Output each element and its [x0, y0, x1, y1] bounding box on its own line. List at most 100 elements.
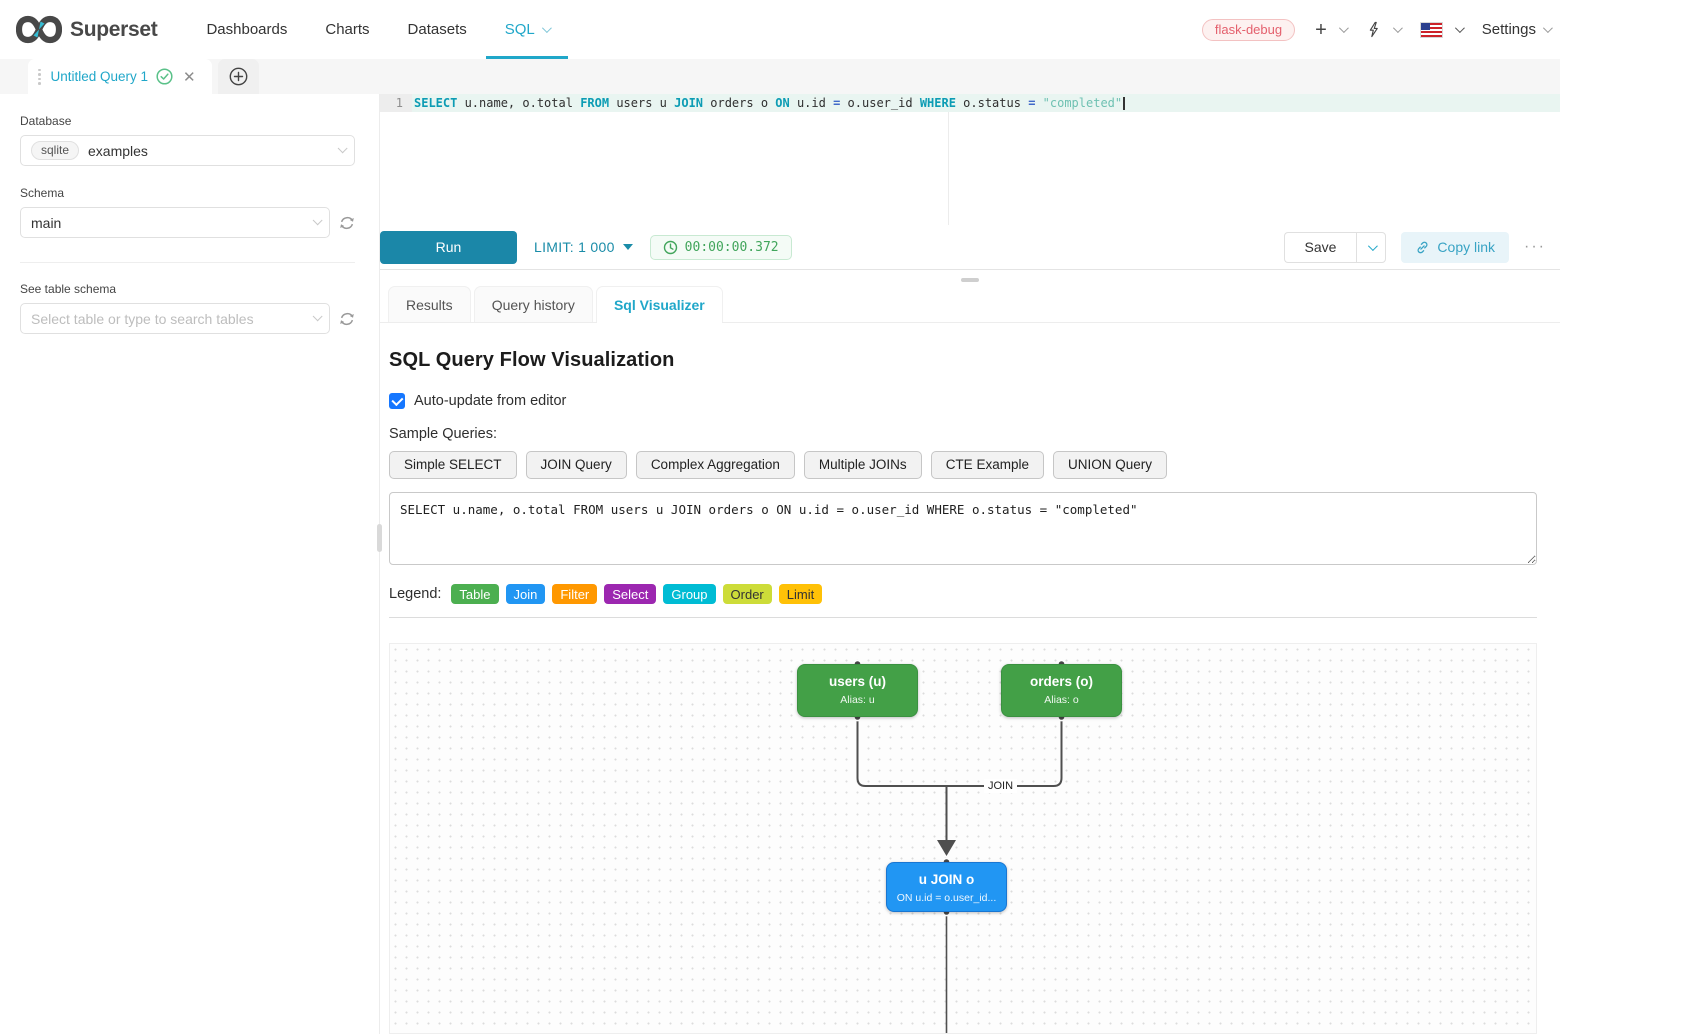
- node-title: orders (o): [1029, 674, 1093, 689]
- text-cursor: [1123, 96, 1125, 110]
- database-select[interactable]: sqlite examples: [20, 135, 355, 166]
- query-tab-active[interactable]: Untitled Query 1 ✕: [28, 59, 212, 94]
- flow-node-users[interactable]: users (u) Alias: u: [797, 664, 918, 717]
- tab-results[interactable]: Results: [388, 286, 471, 322]
- copy-link-button[interactable]: Copy link: [1401, 231, 1510, 263]
- editor-toolbar: Run LIMIT: 1 000 00:00:00.372: [380, 225, 1560, 269]
- sql-editor[interactable]: 1 SELECT u.name, o.total FROM users u JO…: [380, 94, 1560, 225]
- superset-infinity-icon: [15, 14, 63, 45]
- legend-row: Legend: Table Join Filter Select Group O…: [389, 584, 1537, 604]
- lightning-bolt-icon: [1366, 21, 1381, 38]
- sqllab-main: 1 SELECT u.name, o.total FROM users u JO…: [380, 94, 1560, 1034]
- flow-node-orders[interactable]: orders (o) Alias: o: [1001, 664, 1122, 717]
- query-activity-menu[interactable]: [1366, 21, 1403, 38]
- query-tab-title: Untitled Query 1: [50, 69, 149, 84]
- navbar-right: flask-debug +: [1201, 0, 1553, 59]
- legend-join-badge: Join: [505, 584, 546, 604]
- node-title: users (u): [828, 674, 886, 689]
- plus-circle-icon: [229, 67, 248, 86]
- sample-cte-example-button[interactable]: CTE Example: [930, 451, 1044, 479]
- table-schema-label: See table schema: [20, 282, 117, 296]
- chevron-down-icon: [312, 311, 323, 322]
- more-options-button[interactable]: ···: [1524, 238, 1546, 255]
- nav-dashboards[interactable]: Dashboards: [206, 21, 288, 38]
- save-button[interactable]: Save: [1283, 231, 1357, 263]
- legend-group-badge: Group: [663, 584, 716, 604]
- environment-badge: flask-debug: [1201, 18, 1296, 41]
- new-query-tab-button[interactable]: [217, 59, 259, 94]
- auto-update-checkbox[interactable]: [389, 393, 405, 409]
- chevron-down-icon: [312, 215, 323, 226]
- link-icon: [1415, 240, 1430, 255]
- node-title: u JOIN o: [918, 872, 975, 887]
- refresh-schemas-icon[interactable]: [339, 215, 355, 231]
- sidebar-resize-handle[interactable]: [377, 524, 382, 552]
- save-options-button[interactable]: [1356, 231, 1387, 263]
- node-subtitle: Alias: o: [1044, 694, 1079, 706]
- new-item-menu[interactable]: +: [1315, 18, 1349, 41]
- sample-simple-select-button[interactable]: Simple SELECT: [389, 451, 517, 479]
- sample-union-query-button[interactable]: UNION Query: [1052, 451, 1167, 479]
- flow-node-join[interactable]: u JOIN o ON u.id = o.user_id...: [886, 862, 1007, 912]
- editor-line-1[interactable]: 1 SELECT u.name, o.total FROM users u JO…: [380, 94, 1560, 112]
- legend-order-badge: Order: [722, 584, 772, 604]
- sample-multiple-joins-button[interactable]: Multiple JOINs: [803, 451, 922, 479]
- drag-handle-icon[interactable]: [38, 68, 41, 85]
- query-flow-canvas[interactable]: users (u) Alias: u orders (o) Alias: o u…: [389, 643, 1537, 1034]
- chevron-down-icon: [1454, 23, 1465, 34]
- nav-charts[interactable]: Charts: [325, 21, 370, 38]
- legend-label: Legend:: [389, 586, 442, 602]
- refresh-tables-icon[interactable]: [339, 311, 355, 327]
- schema-select[interactable]: main: [20, 207, 330, 238]
- visualizer-sql-input[interactable]: SELECT u.name, o.total FROM users u JOIN…: [389, 492, 1537, 565]
- auto-update-row[interactable]: Auto-update from editor: [389, 393, 1537, 409]
- sample-complex-aggregation-button[interactable]: Complex Aggregation: [635, 451, 795, 479]
- tab-sql-visualizer[interactable]: Sql Visualizer: [595, 286, 723, 323]
- limit-dropdown[interactable]: LIMIT: 1 000: [534, 239, 633, 255]
- run-query-button[interactable]: Run: [380, 230, 517, 264]
- sample-query-buttons: Simple SELECT JOIN Query Complex Aggrega…: [389, 451, 1537, 479]
- pane-resize-handle[interactable]: [961, 278, 979, 282]
- print-margin-line: [948, 94, 949, 225]
- timer-value: 00:00:00.372: [684, 239, 779, 255]
- legend-filter-badge: Filter: [552, 584, 598, 604]
- chevron-down-icon: [1542, 23, 1553, 34]
- sql-code-line[interactable]: SELECT u.name, o.total FROM users u JOIN…: [412, 94, 1560, 112]
- language-picker[interactable]: [1419, 21, 1465, 38]
- nav-sql[interactable]: SQL: [485, 0, 568, 59]
- sample-queries-label: Sample Queries:: [389, 426, 497, 442]
- sql-visualizer-panel: SQL Query Flow Visualization Auto-update…: [380, 323, 1560, 1034]
- query-saved-check-icon: [156, 68, 173, 85]
- query-tabstrip: Untitled Query 1 ✕: [0, 59, 1560, 94]
- superset-logo[interactable]: Superset: [15, 0, 158, 59]
- caret-down-icon: [622, 244, 633, 250]
- save-split-button: Save: [1283, 231, 1387, 263]
- sample-join-query-button[interactable]: JOIN Query: [525, 451, 627, 479]
- tab-query-history[interactable]: Query history: [473, 286, 593, 322]
- legend-limit-badge: Limit: [778, 584, 823, 604]
- close-tab-icon[interactable]: ✕: [183, 68, 196, 86]
- sidebar-divider: [20, 262, 355, 263]
- database-engine-badge: sqlite: [31, 141, 80, 160]
- table-select-placeholder: Select table or type to search tables: [31, 310, 254, 327]
- node-subtitle: ON u.id = o.user_id...: [896, 892, 997, 904]
- node-subtitle: Alias: u: [840, 694, 875, 706]
- flow-edges: [853, 659, 1066, 1033]
- section-divider: [389, 617, 1537, 618]
- superset-app: Superset Dashboards Charts Datasets SQL …: [0, 0, 1560, 1034]
- top-navbar: Superset Dashboards Charts Datasets SQL …: [0, 0, 1560, 59]
- settings-menu[interactable]: Settings: [1482, 21, 1553, 38]
- legend-select-badge: Select: [604, 584, 657, 604]
- database-label: Database: [20, 114, 72, 128]
- chevron-down-icon: [1367, 240, 1378, 251]
- table-select[interactable]: Select table or type to search tables: [20, 303, 330, 334]
- result-tabs: Results Query history Sql Visualizer: [380, 285, 1560, 323]
- chevron-down-icon: [1392, 23, 1403, 34]
- legend-table-badge: Table: [451, 584, 499, 604]
- plus-icon: +: [1315, 18, 1327, 41]
- nav-datasets[interactable]: Datasets: [407, 21, 467, 38]
- schema-select-value: main: [31, 214, 62, 231]
- sqllab-sidebar: Database sqlite examples Schema main: [0, 94, 382, 1034]
- clock-icon: [663, 240, 678, 255]
- chevron-down-icon: [1338, 23, 1349, 34]
